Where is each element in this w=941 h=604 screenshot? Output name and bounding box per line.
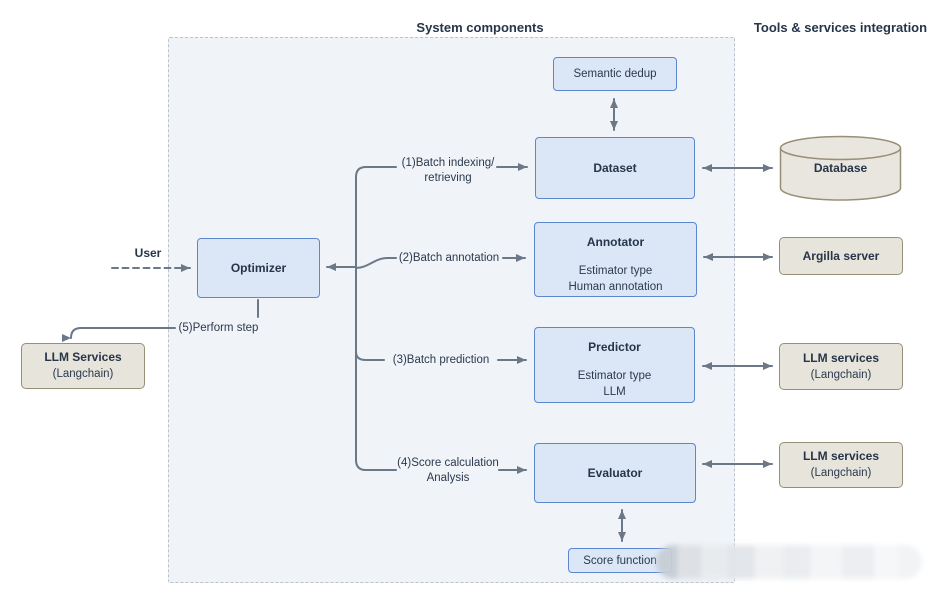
dataset-label: Dataset bbox=[593, 161, 637, 175]
edge-label-batch-indexing: (1)Batch indexing/ retrieving bbox=[396, 156, 500, 186]
node-annotator: Annotator Estimator type Human annotatio… bbox=[534, 222, 697, 297]
edge-label-score-calculation: (4)Score calculation Analysis bbox=[396, 456, 500, 486]
score-calculation-line2: Analysis bbox=[426, 472, 470, 484]
node-argilla-server: Argilla server bbox=[779, 237, 903, 275]
annotator-title: Annotator bbox=[586, 235, 645, 249]
batch-indexing-line1: (1)Batch indexing/ bbox=[401, 157, 495, 169]
evaluator-label: Evaluator bbox=[587, 466, 643, 480]
argilla-server-label: Argilla server bbox=[802, 249, 880, 263]
tools-services-title: Tools & services integration bbox=[753, 20, 928, 35]
node-semantic-dedup: Semantic dedup bbox=[553, 57, 677, 91]
node-evaluator: Evaluator bbox=[534, 443, 696, 503]
node-dataset: Dataset bbox=[535, 137, 695, 199]
annotator-line1: Estimator type bbox=[578, 265, 653, 277]
edge-label-batch-prediction: (3)Batch prediction bbox=[392, 354, 490, 366]
llm-services-left-subtitle: (Langchain) bbox=[52, 368, 114, 380]
system-components-title: System components bbox=[416, 20, 544, 35]
edge-label-perform-step: (5)Perform step bbox=[178, 322, 259, 334]
llm-services-evaluator-title: LLM services bbox=[802, 449, 880, 463]
llm-services-left-title: LLM Services bbox=[44, 350, 122, 364]
llm-services-evaluator-subtitle: (Langchain) bbox=[810, 467, 872, 479]
optimizer-label: Optimizer bbox=[230, 261, 287, 275]
node-llm-services-evaluator: LLM services (Langchain) bbox=[779, 442, 903, 488]
batch-indexing-line2: retrieving bbox=[424, 172, 472, 184]
llm-services-predictor-subtitle: (Langchain) bbox=[810, 368, 872, 381]
annotator-line2: Human annotation bbox=[568, 281, 663, 293]
edge-label-batch-annotation: (2)Batch annotation bbox=[398, 252, 500, 264]
database-label: Database bbox=[813, 161, 868, 175]
database-cylinder-icon bbox=[779, 135, 902, 201]
predictor-line1: Estimator type bbox=[577, 370, 652, 382]
user-label: User bbox=[134, 246, 162, 260]
node-llm-services-left: LLM Services (Langchain) bbox=[21, 343, 145, 389]
node-predictor: Predictor Estimator type LLM bbox=[534, 327, 695, 403]
score-calculation-line1: (4)Score calculation bbox=[397, 457, 499, 469]
node-database: Database bbox=[779, 135, 902, 202]
node-optimizer: Optimizer bbox=[197, 238, 320, 298]
predictor-title: Predictor bbox=[588, 340, 641, 354]
llm-services-predictor-title: LLM services bbox=[802, 350, 880, 365]
node-llm-services-predictor: LLM services (Langchain) bbox=[779, 343, 903, 390]
watermark-blur bbox=[656, 545, 922, 579]
edge-perform-step-line bbox=[67, 327, 176, 339]
predictor-line2: LLM bbox=[603, 386, 626, 398]
semantic-dedup-label: Semantic dedup bbox=[573, 68, 657, 80]
score-function-label: Score function bbox=[583, 554, 657, 567]
